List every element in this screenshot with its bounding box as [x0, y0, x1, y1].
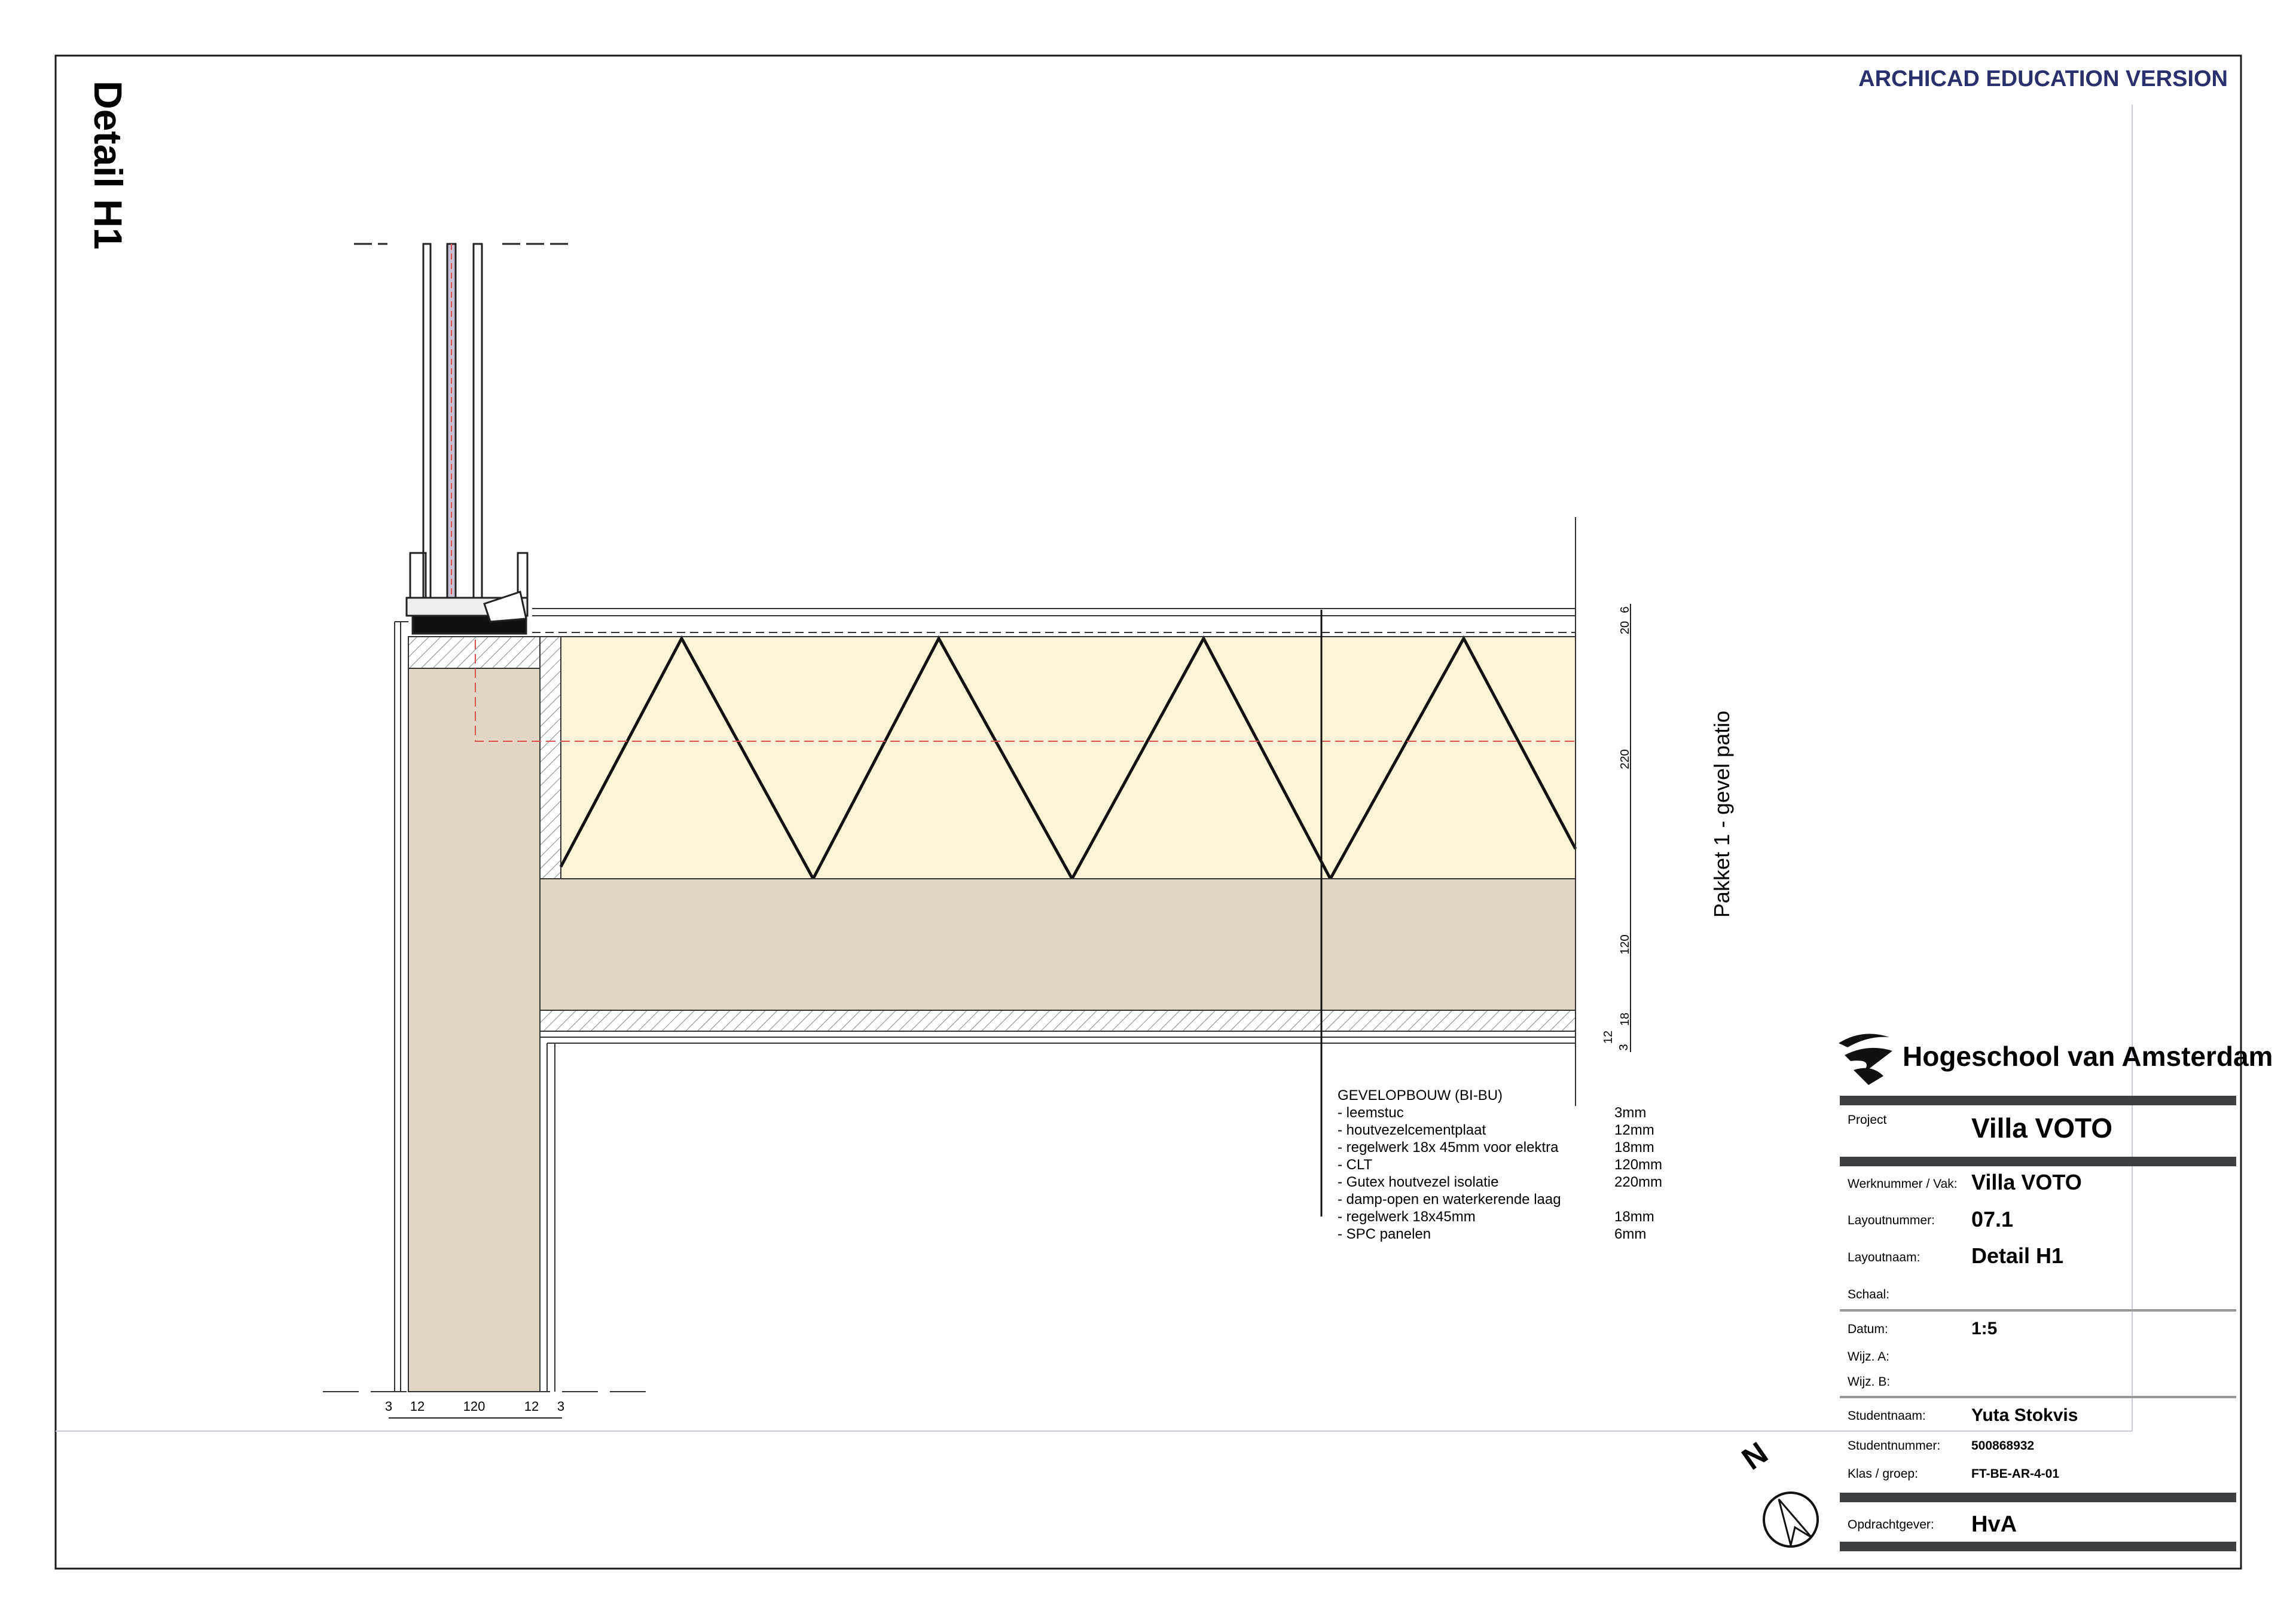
schaal-label: Schaal: [1848, 1288, 1889, 1301]
title-bar [1840, 1157, 2236, 1166]
layer-4-thickness: 120mm [1614, 1157, 1662, 1173]
datum-value: 1:5 [1971, 1319, 1997, 1338]
north-arrow: N [1736, 1436, 1819, 1548]
layoutnaam-label: Layoutnaam: [1848, 1251, 1920, 1264]
layer-1-name: - leemstuc [1338, 1105, 1404, 1121]
dim-12: 12 [1602, 1031, 1615, 1044]
layer-5-thickness: 220mm [1614, 1174, 1662, 1190]
layer-2-name: - houtvezelcementplaat [1338, 1122, 1486, 1138]
sheet-title: Detail H1 [86, 81, 130, 249]
datum-label: Datum: [1848, 1322, 1888, 1336]
project-label: Project [1848, 1113, 1887, 1127]
layer-5-name: - Gutex houtvezel isolatie [1338, 1174, 1498, 1190]
project-value: Villa VOTO [1971, 1112, 2112, 1144]
sheet-border [54, 54, 2242, 1570]
layer-2-thickness: 12mm [1614, 1122, 1654, 1138]
wijz-a-label: Wijz. A: [1848, 1350, 1889, 1364]
horizontal-dimensions: 3 12 120 12 3 [385, 1399, 564, 1419]
edge-batten [539, 636, 561, 879]
opdrachtgever-label: Opdrachtgever: [1848, 1518, 1934, 1532]
layer-7-thickness: 18mm [1614, 1209, 1654, 1225]
buildup-legend: GEVELOPBOUW (BI-BU) - leemstuc 3mm - hou… [1338, 1087, 1662, 1242]
werknummer-label: Werknummer / Vak: [1848, 1177, 1958, 1191]
layoutnummer-value: 07.1 [1971, 1207, 2013, 1231]
title-block: Hogeschool van Amsterdam Project Villa V… [1839, 1034, 2273, 1551]
dim-3-left: 3 [385, 1399, 392, 1414]
dim-20: 20 [1619, 621, 1632, 634]
clt-wall [408, 668, 541, 1392]
dim-12-left: 12 [410, 1399, 425, 1414]
layoutnaam-value: Detail H1 [1971, 1243, 2063, 1268]
dim-3: 3 [1617, 1044, 1631, 1050]
layer-1-thickness: 3mm [1614, 1105, 1646, 1121]
klas-value: FT-BE-AR-4-01 [1971, 1467, 2059, 1481]
wall-top-cap [408, 636, 541, 669]
layer-4-name: - CLT [1338, 1157, 1373, 1173]
dim-120: 120 [1619, 934, 1632, 954]
buildup-heading: GEVELOPBOUW (BI-BU) [1338, 1087, 1503, 1104]
studentnaam-value: Yuta Stokvis [1971, 1405, 2078, 1425]
insulation-layer [560, 636, 1576, 879]
dim-220: 220 [1619, 749, 1632, 769]
layer-3-name: - regelwerk 18x 45mm voor elektra [1338, 1139, 1559, 1156]
dim-18: 18 [1619, 1013, 1632, 1026]
studentnaam-label: Studentnaam: [1848, 1409, 1926, 1423]
title-bar [1840, 1493, 2236, 1502]
school-name: Hogeschool van Amsterdam [1903, 1041, 2273, 1072]
dim-120: 120 [463, 1399, 486, 1414]
dim-12-right: 12 [524, 1399, 539, 1414]
studentnummer-value: 500868932 [1971, 1439, 2034, 1453]
clt-slab [539, 878, 1576, 1011]
layoutnummer-label: Layoutnummer: [1848, 1214, 1935, 1227]
dim-6: 6 [1619, 606, 1632, 613]
layer-6-name: - damp-open en waterkerende laag [1338, 1191, 1561, 1208]
north-label: N [1736, 1436, 1774, 1477]
dim-3-right: 3 [557, 1399, 564, 1414]
watermark-text: ARCHICAD EDUCATION VERSION [1858, 66, 2228, 91]
opdrachtgever-value: HvA [1971, 1512, 2017, 1537]
klas-label: Klas / groep: [1848, 1467, 1918, 1481]
vertical-dimensions: 6 20 220 120 18 12 3 [1602, 604, 1632, 1052]
layer-7-name: - regelwerk 18x45mm [1338, 1209, 1476, 1225]
window-frame [354, 243, 571, 635]
school-logo-icon [1839, 1034, 1892, 1085]
service-line [475, 640, 1576, 742]
section-detail [323, 243, 1577, 1392]
studentnummer-label: Studentnummer: [1848, 1439, 1940, 1453]
wijz-b-label: Wijz. B: [1848, 1375, 1890, 1389]
werknummer-value: Villa VOTO [1971, 1170, 2082, 1194]
finish-layer [539, 1010, 1576, 1032]
layer-3-thickness: 18mm [1614, 1139, 1654, 1156]
layer-8-name: - SPC panelen [1338, 1226, 1431, 1242]
layer-8-thickness: 6mm [1614, 1226, 1646, 1242]
package-label: Pakket 1 - gevel patio [1709, 711, 1734, 918]
title-bar [1840, 1542, 2236, 1551]
title-bar [1840, 1096, 2236, 1105]
